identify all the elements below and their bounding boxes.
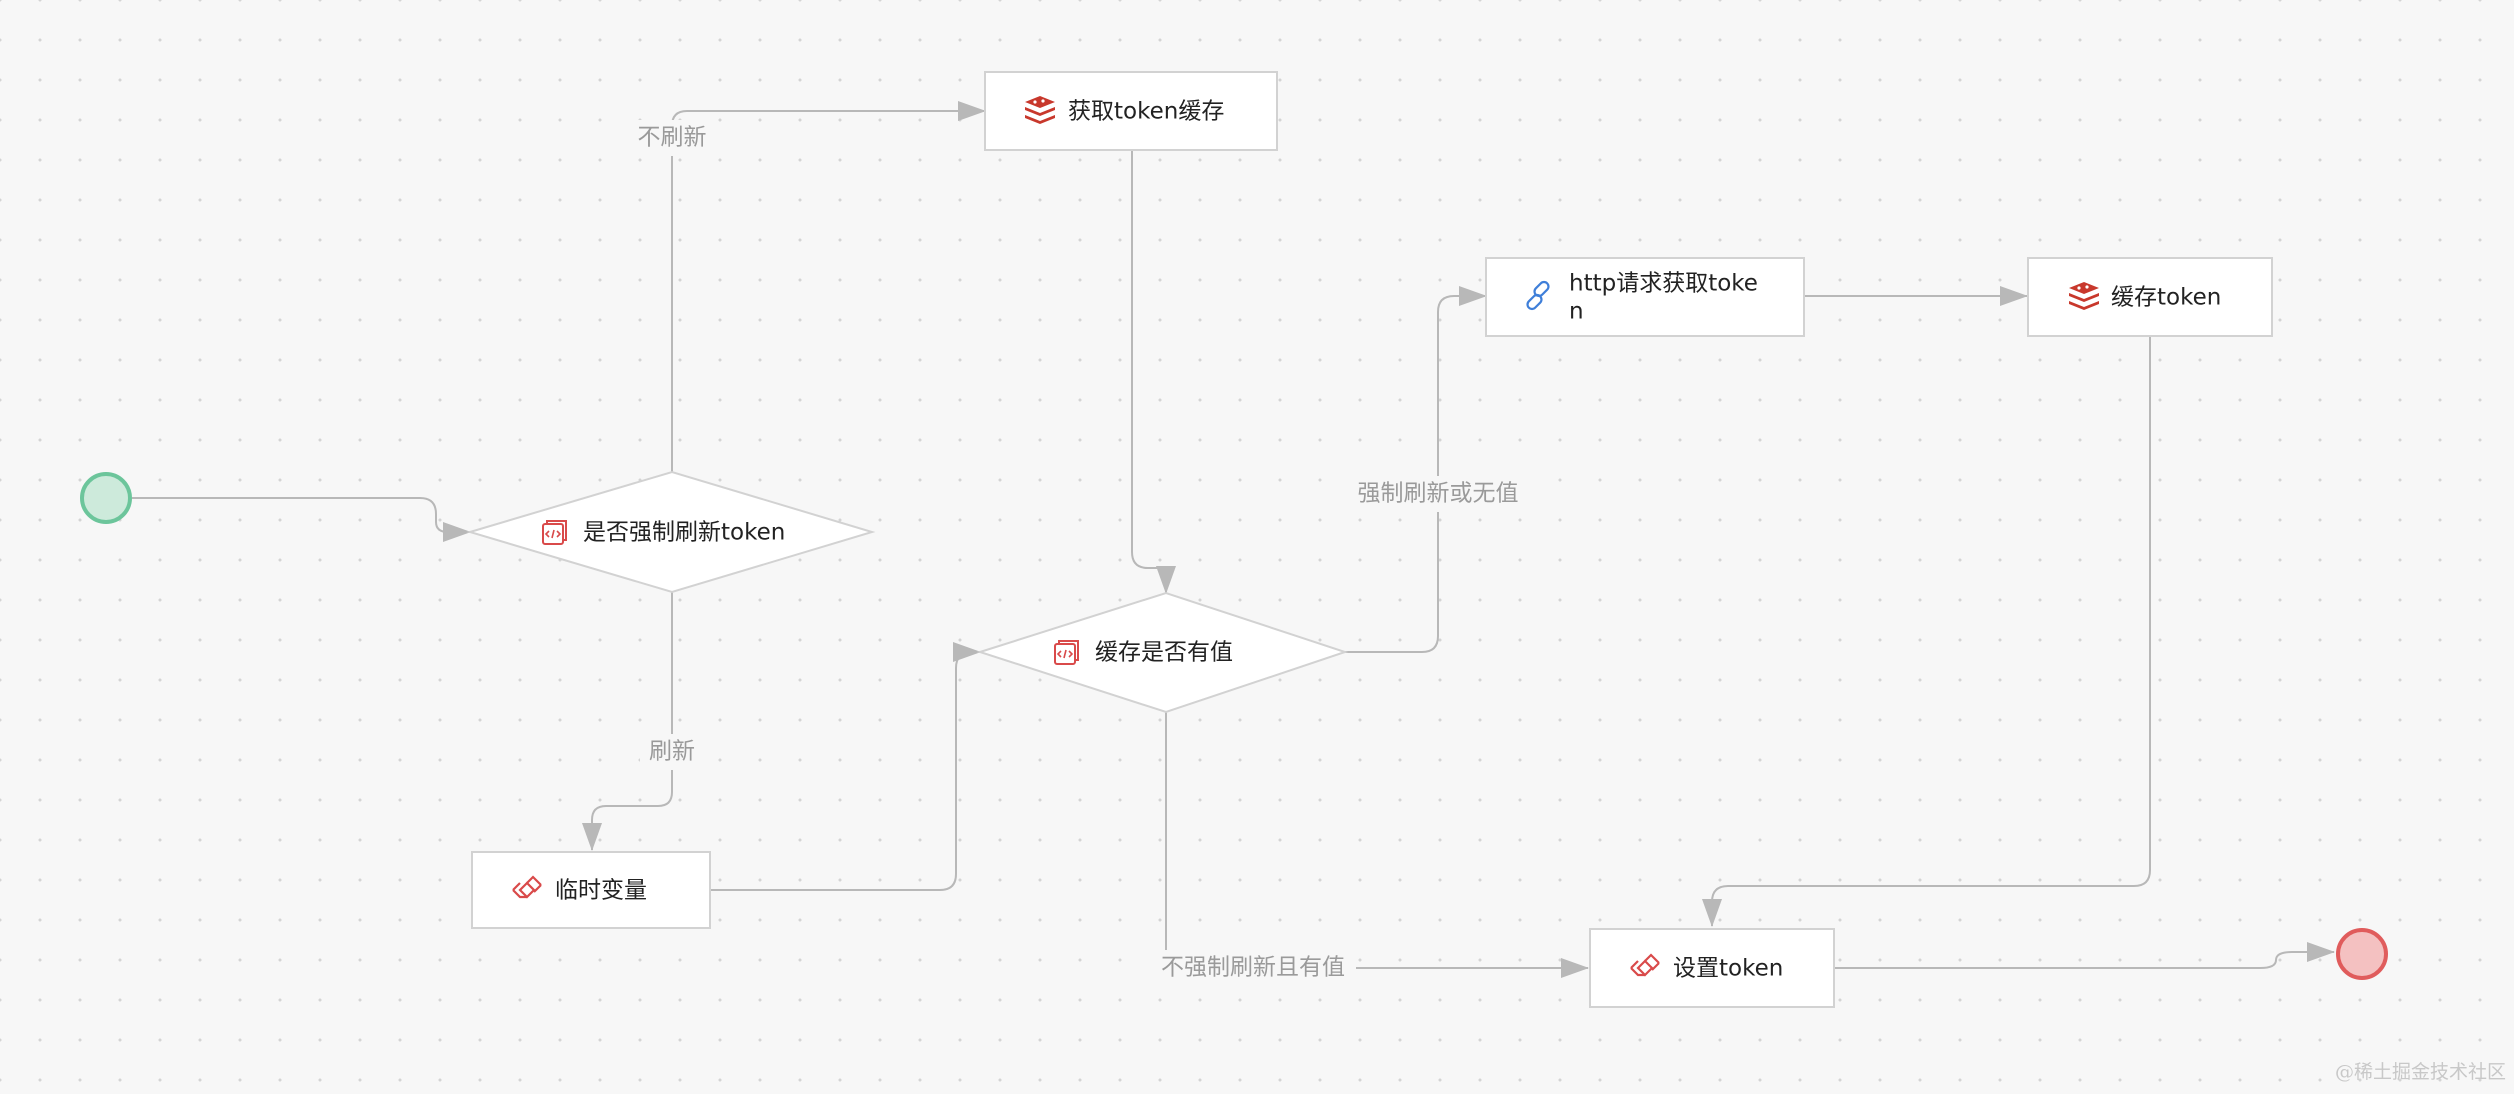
end-node[interactable]	[2336, 928, 2388, 980]
variable-diamond-icon	[512, 875, 542, 899]
edge-label-not-force-has-value: 不强制刷新且有值	[1150, 950, 1356, 986]
edge-cache-to-check[interactable]	[1131, 150, 1176, 594]
variable-diamond-icon	[1630, 953, 1660, 977]
edge-label-force-or-empty: 强制刷新或无值	[1348, 476, 1528, 512]
svg-text:缓存是否有值: 缓存是否有值	[1095, 640, 1233, 666]
svg-text:不刷新: 不刷新	[638, 125, 707, 151]
edge-temp-to-check[interactable]	[710, 642, 981, 891]
svg-text:获取token缓存: 获取token缓存	[1068, 99, 1224, 125]
node-temp-variable[interactable]: 临时变量	[471, 851, 711, 929]
node-set-token[interactable]: 设置token	[1589, 928, 1835, 1008]
edge-start-to-force-check[interactable]	[132, 497, 471, 542]
edge-set-to-end[interactable]	[1834, 942, 2335, 969]
svg-text:设置token: 设置token	[1673, 956, 1783, 982]
redis-stack-icon	[1025, 96, 1055, 124]
code-block-icon	[542, 520, 567, 545]
watermark: @稀土掘金技术社区	[2335, 1061, 2506, 1083]
edge-force-or-empty[interactable]	[1345, 286, 1487, 653]
svg-text:强制刷新或无值: 强制刷新或无值	[1358, 481, 1519, 507]
svg-text:临时变量: 临时变量	[555, 878, 647, 904]
node-cache-token[interactable]: 缓存token	[2027, 257, 2273, 337]
edge-refresh[interactable]	[582, 592, 673, 851]
svg-text:http请求获取toke: http请求获取toke	[1569, 271, 1758, 297]
decision-cache-has-value[interactable]: 缓存是否有值	[976, 591, 1349, 714]
edge-no-refresh[interactable]	[671, 101, 986, 472]
edge-not-force-has-value[interactable]	[1165, 712, 1589, 978]
decision-force-refresh[interactable]: 是否强制刷新token	[466, 470, 876, 594]
code-block-icon	[1054, 640, 1079, 665]
node-get-token-cache[interactable]: 获取token缓存	[984, 71, 1278, 151]
redis-stack-icon	[2069, 282, 2099, 310]
node-http-get-token[interactable]: http请求获取toke n	[1485, 257, 1805, 337]
svg-text:是否强制刷新token: 是否强制刷新token	[583, 520, 785, 546]
svg-text:n: n	[1569, 299, 1584, 325]
edge-label-refresh: 刷新	[640, 734, 704, 770]
svg-text:不强制刷新且有值: 不强制刷新且有值	[1161, 955, 1345, 981]
link-chain-icon	[1526, 280, 1550, 311]
edge-cache-token-to-set[interactable]	[1702, 336, 2151, 927]
svg-text:缓存token: 缓存token	[2111, 285, 2221, 311]
start-node[interactable]	[80, 472, 132, 524]
svg-text:刷新: 刷新	[649, 739, 695, 765]
edge-label-no-refresh: 不刷新	[628, 120, 718, 156]
